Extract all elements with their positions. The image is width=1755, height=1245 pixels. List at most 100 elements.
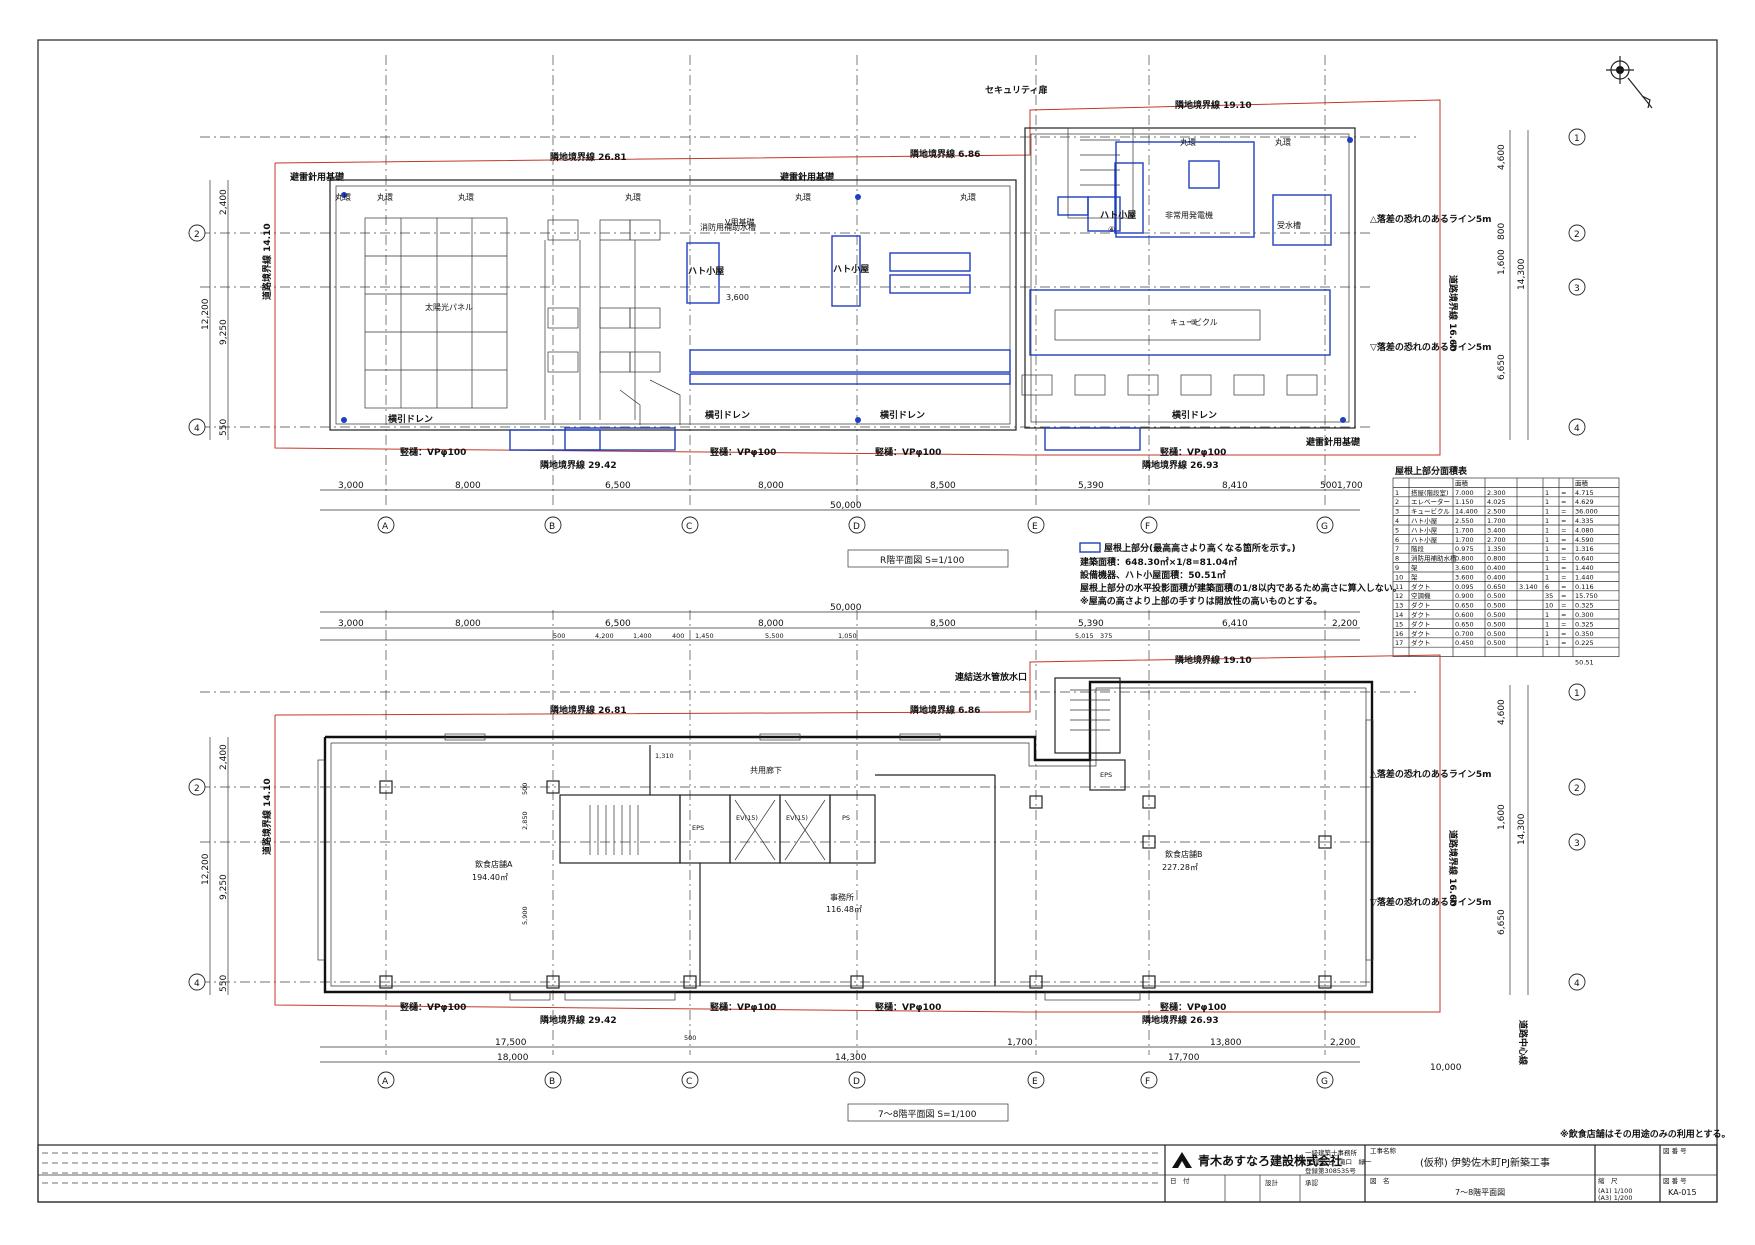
dim-78-road: 10,000 bbox=[1430, 1063, 1462, 1073]
legend: 屋根上部分(最高高さより高くなる箇所を示す。) 建築面積：648.30㎡×1/8… bbox=[1079, 542, 1402, 607]
site-line-bot1: 隣地境界線 29.42 bbox=[540, 459, 617, 471]
area-table-cell: 4.715 bbox=[1575, 489, 1594, 497]
area-table-cell: 3.140 bbox=[1519, 583, 1538, 591]
area-table-cell: 1 bbox=[1545, 564, 1549, 572]
area-table-cell: 1 bbox=[1545, 630, 1549, 638]
pipe-78-2: 竪樋：VPφ100 bbox=[710, 1001, 776, 1013]
site-line-left: 道路境界線 14.10 bbox=[261, 223, 273, 300]
area-table-cell: 0.500 bbox=[1487, 611, 1506, 619]
area-table-cell: 0.650 bbox=[1487, 583, 1506, 591]
col-e: E bbox=[1032, 522, 1038, 532]
area-table-cell: 14.400 bbox=[1455, 508, 1478, 516]
col-c: C bbox=[686, 522, 692, 532]
dim-78-bot-4: 13,800 bbox=[1210, 1038, 1242, 1048]
area-table-cell: = bbox=[1561, 517, 1566, 525]
lightning-label: 避雷針用基礎 bbox=[290, 171, 345, 183]
area-table-cell: 3.600 bbox=[1455, 573, 1474, 581]
r-dim-4: 8,000 bbox=[758, 481, 784, 491]
col78-a: A bbox=[382, 1077, 389, 1087]
site-line-top2: 隣地境界線 6.86 bbox=[910, 148, 980, 160]
dim-78-misc-2: 2,850 bbox=[521, 811, 529, 830]
floor-78-plan: 飲食店舗A 194.40㎡ 飲食店舗B 227.28㎡ 事務所 116.48㎡ … bbox=[188, 603, 1586, 1122]
pipe-label-4: 竪樋：VPφ100 bbox=[1160, 446, 1226, 458]
ring-label-4: 丸環 bbox=[625, 192, 641, 202]
area-table-cell: 0.600 bbox=[1455, 611, 1474, 619]
area-table-cell: 1 bbox=[1545, 620, 1549, 628]
area-table-cell: 架 bbox=[1411, 573, 1418, 581]
ring-label-2: 丸環 bbox=[377, 192, 393, 202]
floor78-col-bubbles: A B C D E F G bbox=[377, 1071, 1334, 1089]
r-dim-2: 8,000 bbox=[455, 481, 481, 491]
area-table-cell: 15.750 bbox=[1575, 592, 1598, 600]
pigeon-hut-label-3: ハト小屋 bbox=[1100, 209, 1136, 221]
d-no-label: ③ bbox=[1190, 318, 1197, 327]
solar-panel-label: 太陽光パネル bbox=[425, 302, 473, 312]
r-row-bubbles: 2 4 1 2 3 4 bbox=[188, 128, 1586, 436]
legend-line-4: 屋根上部分の水平投影面積が建築面積の1/8以内であるため高さに算入しない。 bbox=[1080, 582, 1402, 594]
area-table-cell: 1 bbox=[1545, 526, 1549, 534]
area-table-cell: 2.300 bbox=[1487, 489, 1506, 497]
legend-line-3: 設備機器、ハト小屋面積：50.51㎡ bbox=[1080, 569, 1226, 581]
legend-line-1: 屋根上部分(最高高さより高くなる箇所を示す。) bbox=[1104, 542, 1296, 554]
area-table-cell: 36.000 bbox=[1575, 508, 1598, 516]
area-table-cell: 15 bbox=[1395, 620, 1403, 628]
area-table-cell: 17 bbox=[1395, 639, 1403, 647]
r-dim-right-2: 1,600 bbox=[1497, 249, 1507, 275]
legend-line-2: 建築面積：648.30㎡×1/8=81.04㎡ bbox=[1080, 556, 1237, 568]
area-table-cell: = bbox=[1561, 526, 1566, 534]
ring-label-1: 丸環 bbox=[335, 192, 351, 202]
row78-1-right: 1 bbox=[1574, 689, 1580, 699]
dim-78-sub-7: 1,050 bbox=[838, 632, 857, 640]
r-dim-left-4: 550 bbox=[219, 419, 229, 436]
columns bbox=[379, 780, 1332, 989]
room-b-label: 飲食店舗B bbox=[1165, 849, 1203, 859]
road-center-label: 道路中心線 bbox=[1517, 1020, 1529, 1065]
dim-78-bot-1: 17,500 bbox=[495, 1038, 527, 1048]
floor78-row-bubbles: 2 4 1 2 3 4 bbox=[188, 683, 1586, 991]
r-dim-right-4: 6,650 bbox=[1497, 354, 1507, 380]
area-table-cell: = bbox=[1561, 583, 1566, 591]
area-table-cell: 16 bbox=[1395, 630, 1403, 638]
r-dim-1: 3,000 bbox=[338, 481, 364, 491]
area-table-cell: 12 bbox=[1395, 592, 1403, 600]
dim-78-misc-4: 500 bbox=[521, 783, 529, 795]
area-table-cell: 2.550 bbox=[1455, 517, 1474, 525]
r-dim-3: 6,500 bbox=[605, 481, 631, 491]
dim-78-sub-2: 4,200 bbox=[595, 632, 614, 640]
dim-78-bot-2: 500 bbox=[684, 1034, 696, 1042]
company-name: 青木あすなろ建設株式会社 bbox=[1198, 1153, 1342, 1168]
area-table-cell: 4.025 bbox=[1487, 498, 1506, 506]
room-a-area: 194.40㎡ bbox=[472, 873, 508, 882]
r-dim-left-1: 2,400 bbox=[219, 189, 229, 215]
area-table-cell: 11 bbox=[1395, 583, 1403, 591]
dim-78-misc-3: 5,900 bbox=[521, 906, 529, 925]
r-col-bubbles: A B C D E F G bbox=[377, 516, 1334, 534]
dim-78-top-2: 8,000 bbox=[455, 619, 481, 629]
area-table-cell: = bbox=[1561, 602, 1566, 610]
area-table-cell: = bbox=[1561, 639, 1566, 647]
area-table-cell: = bbox=[1561, 555, 1566, 563]
design-label: 設計 bbox=[1265, 1178, 1279, 1187]
r-dim-8: 500 bbox=[1320, 481, 1337, 491]
area-table-cell: = bbox=[1561, 536, 1566, 544]
scale-a1: (A1) 1/100 bbox=[1598, 1187, 1632, 1195]
site-78-top2: 隣地境界線 6.86 bbox=[910, 704, 980, 716]
title-block: 青木あすなろ建設株式会社 一級建築士事務所 管理建築士 滝口 緑一 登録第308… bbox=[37, 1144, 1718, 1203]
site-line-right: 道路境界線 16.60 bbox=[1447, 275, 1459, 352]
area-table-cell: 0.095 bbox=[1455, 583, 1474, 591]
col78-c: C bbox=[686, 1077, 692, 1087]
pigeon-hut-label-2: ハト小屋 bbox=[833, 263, 869, 275]
area-table-cell: ハト小屋 bbox=[1411, 525, 1438, 534]
row78-4-right: 4 bbox=[1574, 979, 1580, 989]
area-table-cell: 0.640 bbox=[1575, 555, 1594, 563]
site-78-bot2: 隣地境界線 26.93 bbox=[1142, 1014, 1219, 1026]
area-table-cell: 1.440 bbox=[1575, 564, 1594, 572]
fire-tank-label: 消防用補助水槽 bbox=[700, 222, 756, 232]
check-label: 承認 bbox=[1305, 1178, 1319, 1187]
scale-a3: (A3) 1/200 bbox=[1598, 1194, 1632, 1202]
area-table-cell: 0.650 bbox=[1455, 602, 1474, 610]
site-line-top1: 隣地境界線 26.81 bbox=[550, 151, 627, 163]
area-table-cell: 4.335 bbox=[1575, 517, 1594, 525]
col78-f: F bbox=[1145, 1077, 1150, 1087]
